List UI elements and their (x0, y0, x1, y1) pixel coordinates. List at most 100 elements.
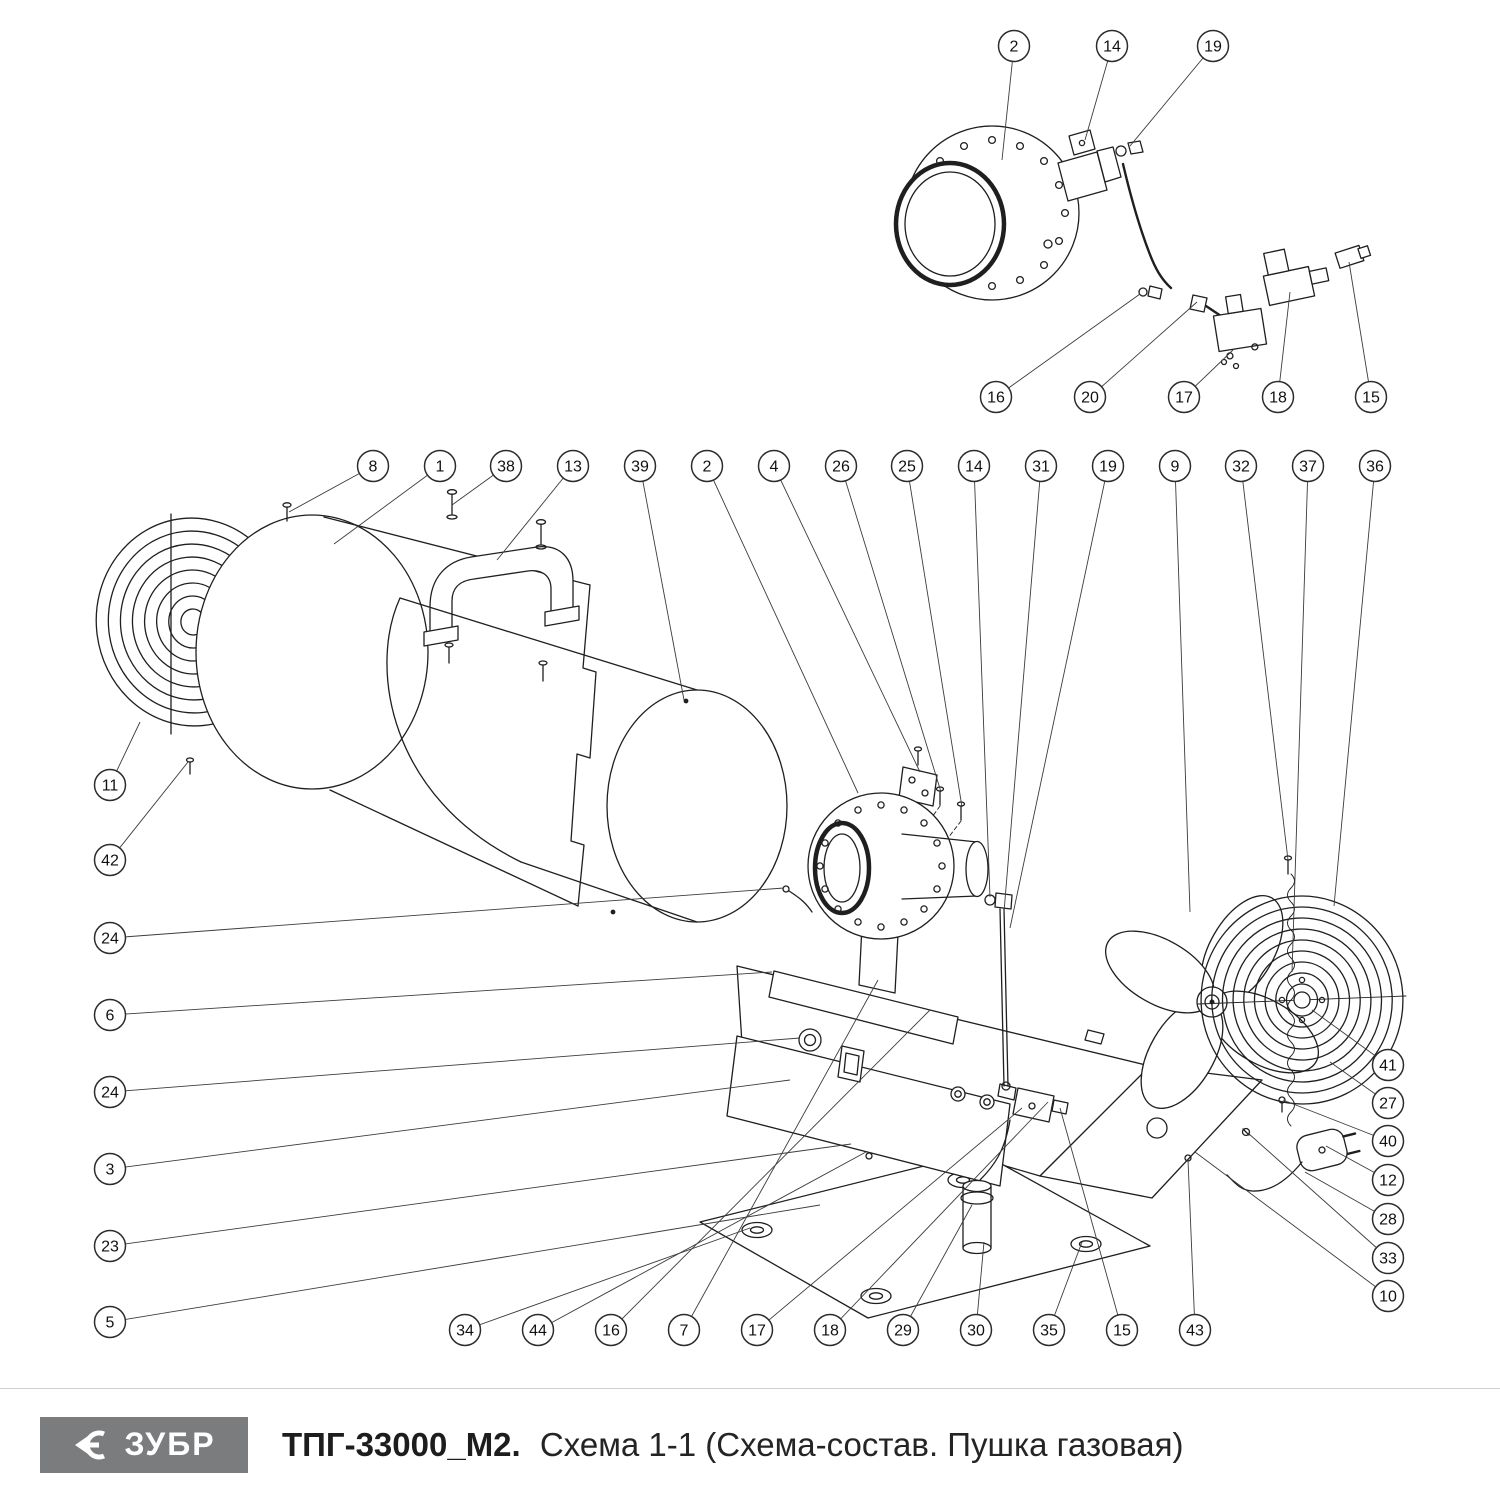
outer-shell (185, 502, 597, 907)
inner-combustion-chamber (386, 597, 788, 923)
gas-hose (1121, 162, 1173, 290)
callout-24-part-11: 11 (93, 768, 127, 802)
leader-line-18-part-31 (1003, 465, 1042, 913)
leader-line-31-part-5 (109, 1204, 821, 1323)
gas-valve-assembly (997, 1083, 1069, 1123)
schema-subtitle: Схема 1-1 (Схема-состав. Пушка газовая) (539, 1425, 1184, 1463)
callout-37-part-18: 18 (813, 1313, 847, 1347)
shell-screw (282, 502, 292, 522)
gas-nozzle-fitting (1115, 140, 1144, 157)
leader-line-3-part-16 (995, 293, 1141, 398)
leader-line-0-part-2 (1001, 45, 1015, 161)
svg-text:15: 15 (1362, 390, 1380, 407)
svg-text:16: 16 (602, 1323, 620, 1340)
leader-line-26-part-24 (109, 887, 785, 939)
leader-line-7-part-15 (1348, 261, 1372, 398)
svg-text:7: 7 (680, 1323, 689, 1340)
svg-text:4: 4 (770, 459, 779, 476)
venturi-bell-sub (893, 160, 1007, 288)
chassis-hole (1146, 1117, 1168, 1139)
svg-text:24: 24 (101, 931, 119, 948)
mounting-bracket (898, 746, 938, 807)
leader-line-1-part-14 (1084, 45, 1113, 141)
callout-36-part-17: 17 (740, 1313, 774, 1347)
callout-leader-lines (109, 45, 1389, 1331)
callout-16-part-25: 25 (890, 449, 924, 483)
svg-text:14: 14 (965, 459, 983, 476)
drawing-caption: ТПГ-33000_М2. Схема 1-1 (Схема-состав. П… (282, 1426, 1183, 1464)
callout-40-part-35: 35 (1032, 1313, 1066, 1347)
zubr-logo-icon (75, 1430, 106, 1459)
svg-text:37: 37 (1299, 459, 1317, 476)
leader-line-13-part-2 (706, 465, 859, 794)
svg-text:6: 6 (106, 1008, 115, 1025)
svg-text:12: 12 (1379, 1173, 1397, 1190)
svg-text:42: 42 (101, 853, 119, 870)
svg-text:24: 24 (101, 1085, 119, 1102)
chassis-bolt (1241, 1127, 1251, 1137)
callout-5-part-17: 17 (1167, 380, 1201, 414)
svg-text:20: 20 (1081, 390, 1099, 407)
svg-text:33: 33 (1379, 1251, 1397, 1268)
callout-39-part-30: 30 (959, 1313, 993, 1347)
leader-line-22-part-37 (1291, 465, 1309, 973)
leader-line-42-part-43 (1187, 1159, 1196, 1331)
svg-text:38: 38 (497, 459, 515, 476)
callout-22-part-37: 37 (1291, 449, 1325, 483)
leader-line-21-part-32 (1240, 465, 1289, 861)
callout-13-part-2: 2 (690, 449, 724, 483)
svg-text:25: 25 (898, 459, 916, 476)
svg-text:35: 35 (1040, 1323, 1058, 1340)
rubber-foot (1070, 1235, 1102, 1253)
callout-4-part-20: 20 (1073, 380, 1107, 414)
title-block: ЗУБР ТПГ-33000_М2. Схема 1-1 (Схема-сост… (0, 1388, 1500, 1500)
carry-handle (423, 546, 580, 647)
callout-0-part-2: 2 (997, 29, 1031, 63)
handle-screws (444, 489, 548, 682)
svg-text:30: 30 (967, 1323, 985, 1340)
callout-35-part-7: 7 (667, 1313, 701, 1347)
callout-23-part-36: 36 (1358, 449, 1392, 483)
svg-text:18: 18 (821, 1323, 839, 1340)
callout-33-part-44: 44 (521, 1313, 555, 1347)
svg-text:2: 2 (703, 459, 712, 476)
callout-42-part-43: 43 (1178, 1313, 1212, 1347)
leader-line-28-part-24 (109, 1037, 801, 1093)
leader-line-19-part-19 (1009, 465, 1109, 929)
venturi-bell (812, 820, 872, 916)
svg-text:23: 23 (101, 1239, 119, 1256)
callout-3-part-16: 16 (979, 380, 1013, 414)
callout-49-part-10: 10 (1371, 1279, 1405, 1313)
chassis-side-wall (1039, 1065, 1263, 1199)
svg-text:11: 11 (102, 778, 119, 795)
leader-line-16-part-25 (906, 465, 963, 808)
callout-6-part-18: 18 (1261, 380, 1295, 414)
leader-line-33-part-44 (537, 1151, 867, 1331)
callout-25-part-42: 42 (93, 843, 127, 877)
svg-text:19: 19 (1099, 459, 1117, 476)
callout-12-part-39: 39 (623, 449, 657, 483)
svg-text:44: 44 (529, 1323, 547, 1340)
svg-text:40: 40 (1379, 1134, 1397, 1151)
solenoid-valve (1262, 248, 1330, 307)
brand-name: ЗУБР (124, 1426, 216, 1462)
svg-text:43: 43 (1186, 1323, 1204, 1340)
callout-34-part-16: 16 (594, 1313, 628, 1347)
callout-43-part-41: 41 (1371, 1048, 1405, 1082)
callout-38-part-29: 29 (886, 1313, 920, 1347)
callout-14-part-4: 4 (757, 449, 791, 483)
leader-line-15-part-26 (840, 465, 942, 793)
leader-line-49-part-10 (1194, 1151, 1389, 1297)
leader-line-2-part-19 (1129, 45, 1214, 147)
rubber-foot (741, 1221, 773, 1239)
leader-line-20-part-9 (1174, 465, 1191, 913)
leader-line-37-part-18 (829, 1101, 1049, 1331)
svg-text:19: 19 (1204, 39, 1222, 56)
callout-26-part-24: 24 (93, 921, 127, 955)
svg-text:1: 1 (436, 459, 445, 476)
leader-line-6-part-18 (1277, 291, 1291, 398)
svg-text:27: 27 (1379, 1096, 1397, 1113)
leader-line-41-part-15 (1059, 1107, 1123, 1331)
callout-28-part-24: 24 (93, 1075, 127, 1109)
leader-line-14-part-4 (773, 465, 921, 773)
